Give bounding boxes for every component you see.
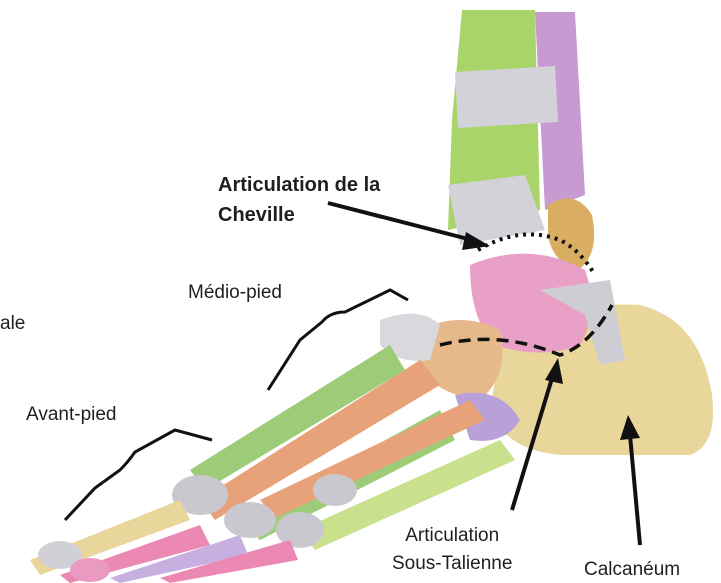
joint-capsule [224, 502, 276, 538]
ankle-joint-label-line2: Cheville [218, 200, 380, 230]
subtalar-joint-label-line1: Articulation [392, 522, 512, 550]
forefoot-label: Avant-pied [26, 403, 117, 427]
subtalar-joint-label-line2: Sous-Talienne [392, 550, 512, 578]
calcaneus-label: Calcanéum [584, 558, 680, 582]
joint-capsule [313, 474, 357, 506]
midfoot-label: Médio-pied [188, 281, 282, 305]
cropped-left-label: ale [0, 312, 25, 336]
ligament-band-upper [455, 66, 558, 128]
ankle-joint-label-line1: Articulation de la [218, 170, 380, 200]
subtalar-joint-label: Articulation Sous-Talienne [392, 522, 512, 578]
ankle-joint-label: Articulation de la Cheville [218, 170, 380, 230]
toe-tip [70, 558, 110, 582]
